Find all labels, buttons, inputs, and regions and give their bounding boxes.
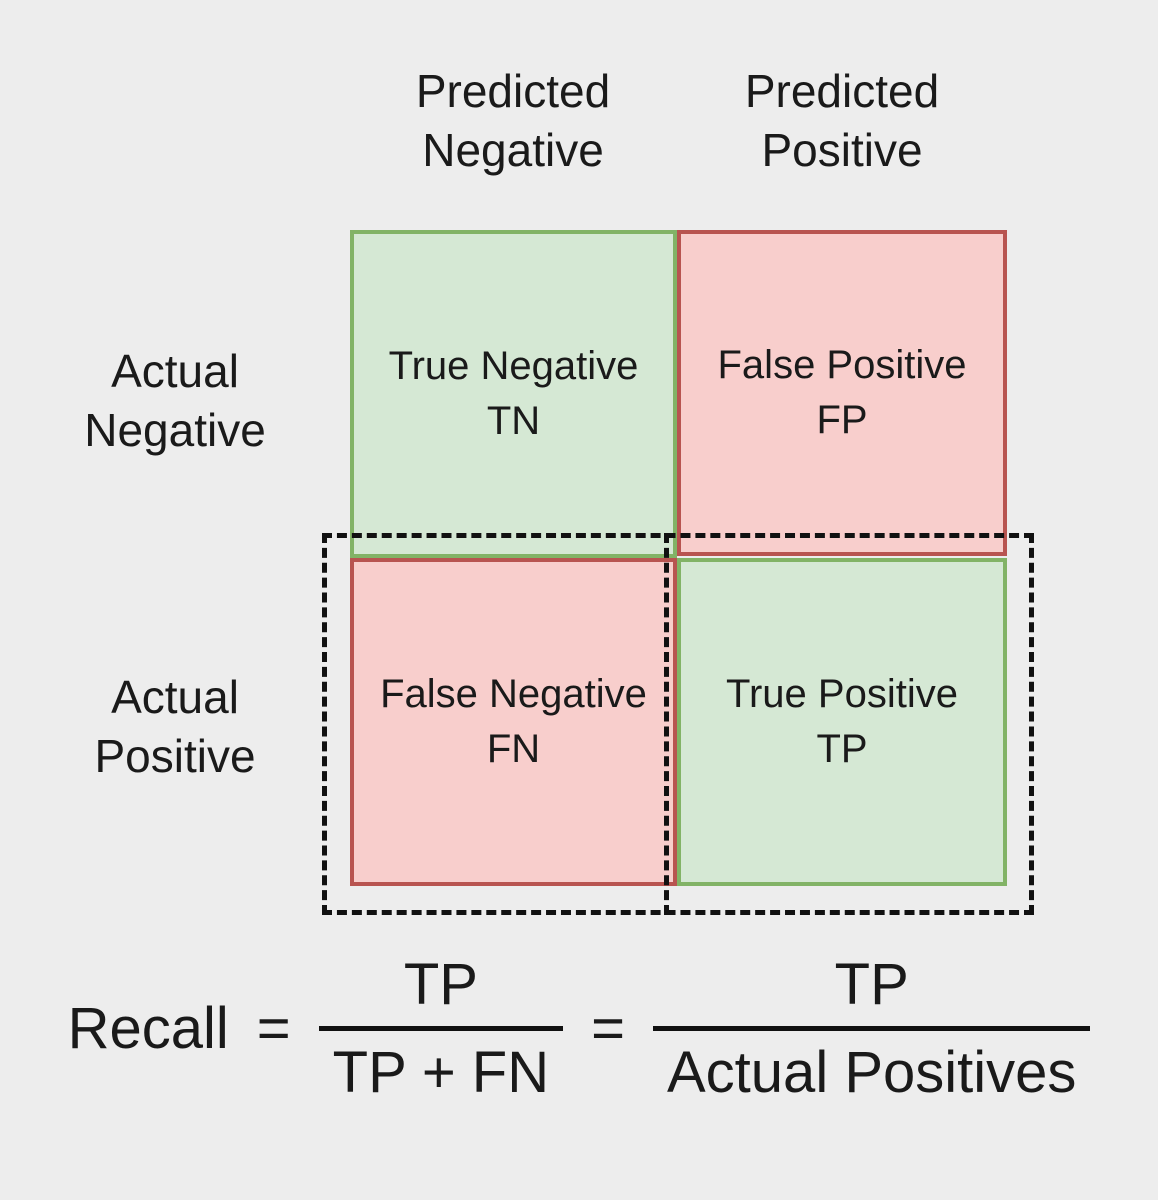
formula-equals-1: = [256,995,291,1061]
formula-fraction-tp-over-actual-positives: TP Actual Positives [653,951,1091,1106]
recall-formula: Recall = TP TP + FN = TP Actual Positive… [0,948,1158,1108]
cell-false-positive: False Positive FP [677,230,1007,556]
cell-false-negative: False Negative FN [350,558,677,886]
cell-false-positive-abbr: FP [816,398,868,442]
fraction1-bar [318,1025,564,1031]
cell-false-negative-label: False Negative [380,671,647,716]
fraction2-numerator: TP [834,951,909,1017]
cell-true-positive: True Positive TP [677,558,1007,886]
fraction2-bar [653,1025,1091,1031]
cell-false-negative-abbr: FN [486,727,541,771]
column-header-predicted-negative: Predicted Negative [415,65,611,176]
cell-false-positive-label: False Positive [717,342,967,387]
cell-true-positive-abbr: TP [816,727,868,771]
formula-fraction-tp-over-tp-plus-fn: TP TP + FN [318,951,564,1106]
cell-true-positive-label: True Positive [726,671,958,716]
cell-true-negative-abbr: TN [486,399,541,443]
fraction1-denominator: TP + FN [332,1039,550,1105]
cell-true-negative-label: True Negative [388,343,639,388]
row-header-actual-negative: Actual Negative [84,345,266,456]
fraction2-denominator: Actual Positives [667,1039,1077,1105]
row-header-actual-positive: Actual Positive [94,671,256,782]
column-header-predicted-positive: Predicted Positive [744,65,940,176]
formula-equals-2: = [591,995,625,1061]
fraction1-numerator: TP [403,951,478,1017]
cell-true-negative: True Negative TN [350,230,677,558]
formula-lhs: Recall [67,995,229,1061]
